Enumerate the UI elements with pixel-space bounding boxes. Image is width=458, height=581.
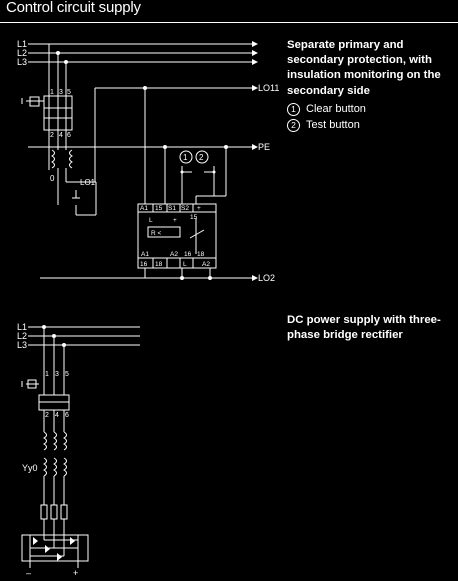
dc-terminal-1: 1 (45, 371, 49, 378)
legend-item-test-button: 2 Test button (287, 117, 366, 133)
label-pe: PE (258, 142, 270, 152)
dc-terminal-3: 3 (55, 371, 59, 378)
relay-bottom-a2: A2 (202, 261, 210, 268)
label-lo11: LO11 (258, 83, 279, 93)
relay-r: R < (151, 230, 162, 237)
dc-terminal-5: 5 (65, 371, 69, 378)
section-heading-primary: Separate primary and secondary protectio… (287, 39, 441, 97)
label-plus: + (73, 568, 78, 578)
bus-label-l3: L3 (17, 57, 27, 67)
circle-label-2: 2 (199, 153, 204, 162)
terminal-2: 2 (50, 132, 54, 139)
legend-item-clear-button: 1 Clear button (287, 101, 366, 117)
relay-l: L (149, 217, 153, 224)
relay-inner-18: 18 (197, 251, 205, 258)
relay-inner-a1: A1 (141, 251, 149, 258)
relay-top-s1: S1 (168, 205, 176, 212)
legend-number-2: 2 (287, 118, 300, 132)
relay-bottom-16: 16 (140, 261, 148, 268)
circle-label-1: 1 (183, 153, 188, 162)
relay-bottom-18: 18 (155, 261, 163, 268)
page-title: Control circuit supply (6, 0, 141, 16)
label-minus: – (26, 568, 31, 578)
relay-plus: + (173, 217, 177, 224)
relay-top-plus: + (197, 205, 201, 212)
legend-primary: 1 Clear button 2 Test button (287, 101, 366, 133)
label-lo2: LO2 (258, 273, 275, 283)
bus-label-l1: L1 (17, 39, 27, 49)
title-underline (0, 22, 458, 23)
legend-label-test-button: Test button (306, 118, 360, 131)
relay-top-a1: A1 (140, 205, 148, 212)
legend-number-1: 1 (287, 102, 300, 116)
bus2-label-l1: L1 (17, 322, 27, 332)
label-zero: 0 (50, 174, 55, 183)
bus-label-l2: L2 (17, 48, 27, 58)
dc-terminal-4: 4 (55, 412, 59, 419)
dc-terminal-2: 2 (45, 412, 49, 419)
bus2-label-l2: L2 (17, 331, 27, 341)
relay-15: 15 (190, 214, 198, 221)
label-lo1: LO1 (80, 178, 96, 187)
terminal-4: 4 (59, 132, 63, 139)
section-heading-dc: DC power supply with three-phase bridge … (287, 314, 441, 342)
terminal-3: 3 (59, 89, 63, 96)
relay-inner-a2: A2 (170, 251, 178, 258)
legend-label-clear-button: Clear button (306, 102, 366, 115)
label-yy0: Yy0 (22, 463, 38, 473)
dc-terminal-6: 6 (65, 412, 69, 419)
relay-bottom-l: L (183, 261, 187, 268)
relay-top-15: 15 (155, 205, 163, 212)
terminal-5: 5 (67, 89, 71, 96)
bus2-label-l3: L3 (17, 340, 27, 350)
relay-top-s2: S2 (181, 205, 189, 212)
relay-inner-16: 16 (184, 251, 192, 258)
terminal-6: 6 (67, 132, 71, 139)
terminal-1: 1 (50, 89, 54, 96)
